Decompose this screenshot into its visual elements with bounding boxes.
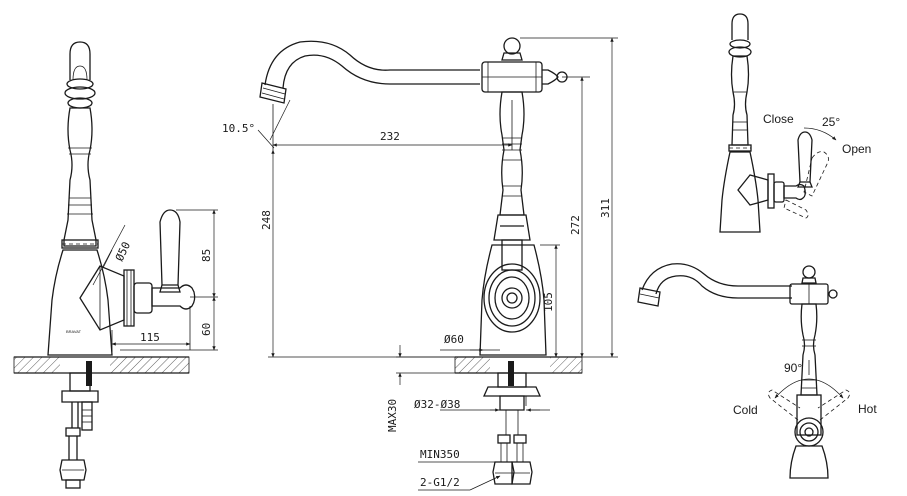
dim-angle-10-5: 10.5° — [222, 122, 255, 135]
side-view: BRAVAT 85 60 Ø50 115 — [13, 41, 218, 489]
label-cold: Cold — [733, 403, 758, 417]
dim-connection: 2-G1/2 — [420, 476, 460, 489]
front-view: 10.5° 232 248 272 311 105 Ø60 MAX30 — [222, 37, 618, 491]
dim-min350: MIN350 — [420, 448, 460, 461]
dim-272: 272 — [569, 215, 582, 235]
dim-hole-diameter: Ø32-Ø38 — [414, 398, 460, 411]
dim-115: 115 — [140, 331, 160, 344]
brand-logo: BRAVAT — [66, 329, 82, 334]
handle-rotation-view: Close 25° Open — [719, 13, 871, 233]
dim-60: 60 — [200, 323, 213, 336]
dim-248: 248 — [260, 210, 273, 230]
dim-85: 85 — [200, 249, 213, 262]
dim-105: 105 — [542, 292, 555, 312]
label-handle-angle: 25° — [822, 115, 840, 129]
label-open: Open — [842, 142, 871, 156]
dim-232: 232 — [380, 130, 400, 143]
label-hot: Hot — [858, 402, 877, 416]
dim-diameter-60: Ø60 — [444, 333, 464, 346]
label-swivel-angle: 90° — [784, 361, 802, 375]
dim-max30: MAX30 — [386, 399, 399, 432]
dim-diameter-50: Ø50 — [113, 240, 133, 264]
dim-311: 311 — [599, 198, 612, 218]
label-close: Close — [763, 112, 794, 126]
swivel-view: 90° Cold Hot — [637, 263, 877, 479]
